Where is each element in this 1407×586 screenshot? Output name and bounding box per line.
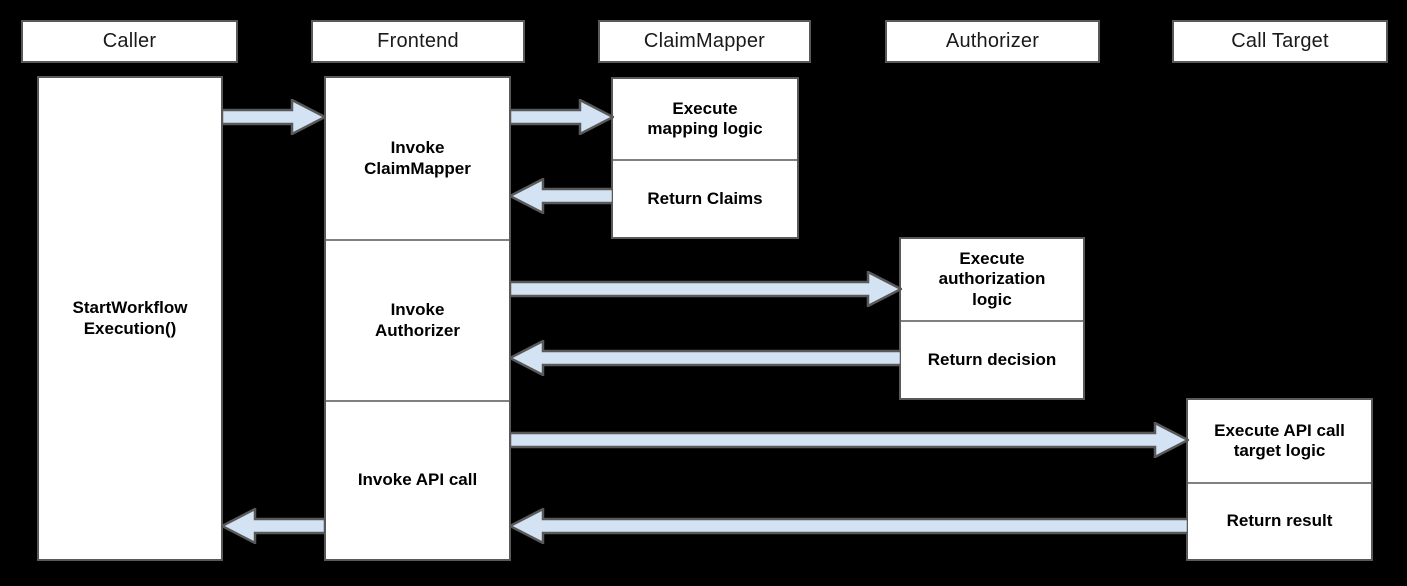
arrow-calltarget-to-frontend xyxy=(509,508,1188,544)
lifeline-header-calltarget: Call Target xyxy=(1172,20,1388,63)
activation-cell-calltarget-return-result: Return result xyxy=(1188,482,1371,559)
arrow-authorizer-to-frontend xyxy=(509,340,901,376)
lifeline-header-authorizer: Authorizer xyxy=(885,20,1100,63)
lifeline-header-claimmapper: ClaimMapper xyxy=(598,20,811,63)
lifeline-header-claimmapper-label: ClaimMapper xyxy=(643,30,766,52)
arrow-frontend-to-claimmapper xyxy=(510,99,614,135)
arrow-caller-to-frontend xyxy=(222,99,326,135)
lifeline-header-caller: Caller xyxy=(21,20,238,63)
activation-cell-claimmapper-return-claims: Return Claims xyxy=(613,159,797,237)
arrow-frontend-to-authorizer xyxy=(510,271,902,307)
lifeline-header-frontend-label: Frontend xyxy=(377,30,459,52)
lifeline-header-calltarget-label: Call Target xyxy=(1231,30,1329,52)
arrow-claimmapper-to-frontend xyxy=(509,178,613,214)
arrow-frontend-to-caller xyxy=(221,508,325,544)
activation-cell-frontend-invoke-api-call: Invoke API call xyxy=(326,400,509,559)
arrow-frontend-to-calltarget xyxy=(510,422,1189,458)
lifeline-header-caller-label: Caller xyxy=(102,30,157,52)
lifeline-header-authorizer-label: Authorizer xyxy=(945,30,1040,52)
activation-cell-authorizer-return-decision: Return decision xyxy=(901,320,1083,398)
lifeline-header-frontend: Frontend xyxy=(311,20,525,63)
